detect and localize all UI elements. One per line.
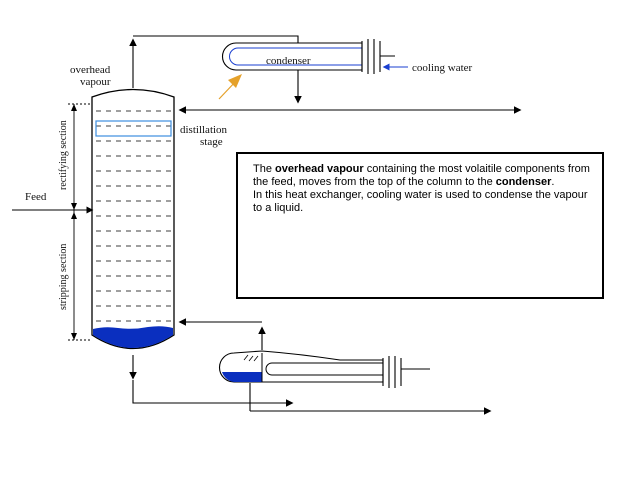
distillation-stage-highlight — [95, 120, 172, 137]
info-text: containing the most volaitile components… — [253, 163, 590, 188]
info-text: . — [551, 176, 555, 188]
column-bottom-liquid — [93, 326, 173, 348]
overhead-vapour-line — [129, 35, 299, 88]
reboiler-return-line — [178, 318, 266, 350]
feed-label: Feed — [25, 191, 47, 203]
section-dimensions — [68, 103, 90, 341]
distillation-stage-label-line1: distillation — [180, 124, 228, 136]
info-bold-overhead-vapour: overhead vapour — [275, 163, 364, 175]
info-box: The overhead vapour containing the most … — [236, 152, 604, 299]
overhead-vapour-label-line2: vapour — [80, 76, 111, 88]
bottoms-line — [129, 355, 492, 415]
reflux-line — [178, 70, 522, 114]
condenser — [221, 39, 395, 74]
condenser-label: condenser — [266, 55, 311, 67]
reboiler — [219, 350, 430, 388]
cooling-water-label: cooling water — [412, 62, 473, 74]
info-text: The — [253, 163, 276, 175]
distillation-stage-label-line2: stage — [200, 136, 223, 148]
info-bold-condenser: condenser — [495, 176, 552, 188]
column-trays — [96, 110, 171, 322]
pointer-arrow — [218, 74, 242, 100]
distillation-column — [91, 88, 175, 350]
info-paragraph-2: In this heat exchanger, cooling water is… — [253, 189, 588, 214]
stripping-section-label: stripping section — [58, 244, 69, 310]
overhead-vapour-label-line1: overhead — [70, 64, 111, 76]
rectifying-section-label: rectifying section — [58, 120, 69, 190]
info-paragraph-1: The overhead vapour containing the most … — [253, 163, 592, 189]
